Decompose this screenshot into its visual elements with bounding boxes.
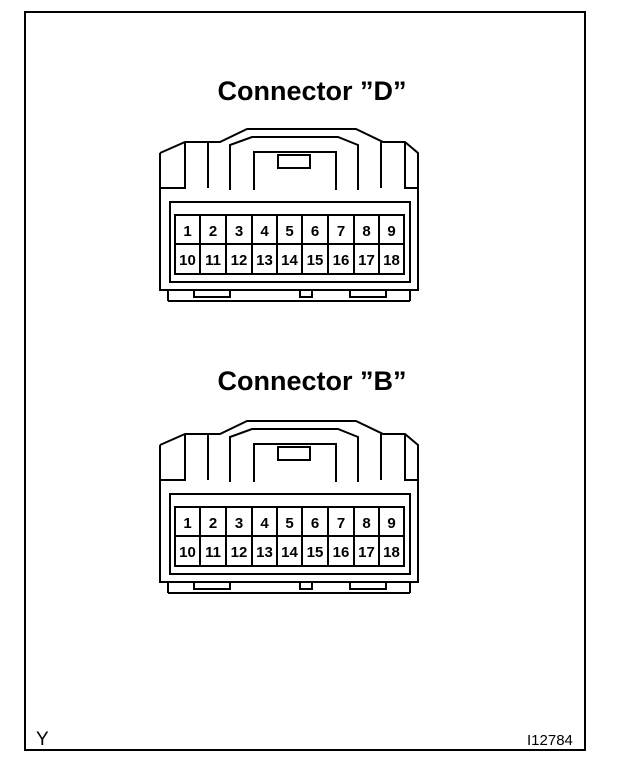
figure-id: I12784 xyxy=(527,732,573,749)
pin-number: 5 xyxy=(285,515,293,532)
latch xyxy=(229,428,359,482)
corner-label: Y xyxy=(36,729,49,750)
base-notch-left xyxy=(193,289,231,298)
pin-number: 6 xyxy=(311,515,319,532)
latch xyxy=(229,136,359,190)
base-key xyxy=(299,290,313,298)
pin-number: 7 xyxy=(337,515,345,532)
latch-inner xyxy=(253,151,337,190)
pin-number: 18 xyxy=(383,252,400,269)
base-notch-right xyxy=(349,289,387,298)
housing-rib-right xyxy=(404,142,418,189)
housing-rib-right xyxy=(404,434,418,481)
pin-number: 9 xyxy=(387,515,395,532)
pin-number: 3 xyxy=(235,223,243,240)
pin-number: 13 xyxy=(256,252,273,269)
pin-number: 12 xyxy=(231,252,248,269)
terminal-cavity xyxy=(169,493,411,575)
base-notch-right xyxy=(349,581,387,590)
pin-number: 14 xyxy=(281,252,298,269)
pin-number: 3 xyxy=(235,515,243,532)
latch-inner xyxy=(253,443,337,482)
latch-tab xyxy=(277,446,311,461)
pin-number: 13 xyxy=(256,544,273,561)
base-key xyxy=(299,582,313,590)
pin-number: 10 xyxy=(179,252,196,269)
housing-rib-left xyxy=(160,434,186,481)
pin-number: 16 xyxy=(333,544,350,561)
pin-number: 4 xyxy=(260,515,269,532)
pin-number: 5 xyxy=(285,223,293,240)
pin-number: 9 xyxy=(387,223,395,240)
pin-number: 17 xyxy=(358,252,375,269)
pin-number: 7 xyxy=(337,223,345,240)
pin-number: 11 xyxy=(205,544,221,561)
pin-number: 11 xyxy=(205,252,221,269)
pin-number: 12 xyxy=(231,544,248,561)
connector-d-title: Connector ”D” xyxy=(217,76,407,106)
pin-number: 8 xyxy=(362,223,370,240)
pin-number: 15 xyxy=(307,252,324,269)
base-notch-left xyxy=(193,581,231,590)
connector-b-title: Connector ”B” xyxy=(217,366,407,396)
terminal-cavity xyxy=(169,201,411,283)
pin-number: 14 xyxy=(281,544,298,561)
pin-number: 1 xyxy=(183,223,191,240)
housing-rib-left xyxy=(160,142,186,189)
pin-number: 17 xyxy=(358,544,375,561)
latch-tab xyxy=(277,154,311,169)
pin-number: 16 xyxy=(333,252,350,269)
pin-number: 2 xyxy=(209,515,217,532)
diagram-frame xyxy=(24,11,586,751)
pin-number: 2 xyxy=(209,223,217,240)
pin-number: 1 xyxy=(183,515,191,532)
pin-number: 18 xyxy=(383,544,400,561)
pin-number: 15 xyxy=(307,544,324,561)
pin-number: 10 xyxy=(179,544,196,561)
pin-number: 8 xyxy=(362,515,370,532)
pin-number: 4 xyxy=(260,223,269,240)
pin-number: 6 xyxy=(311,223,319,240)
